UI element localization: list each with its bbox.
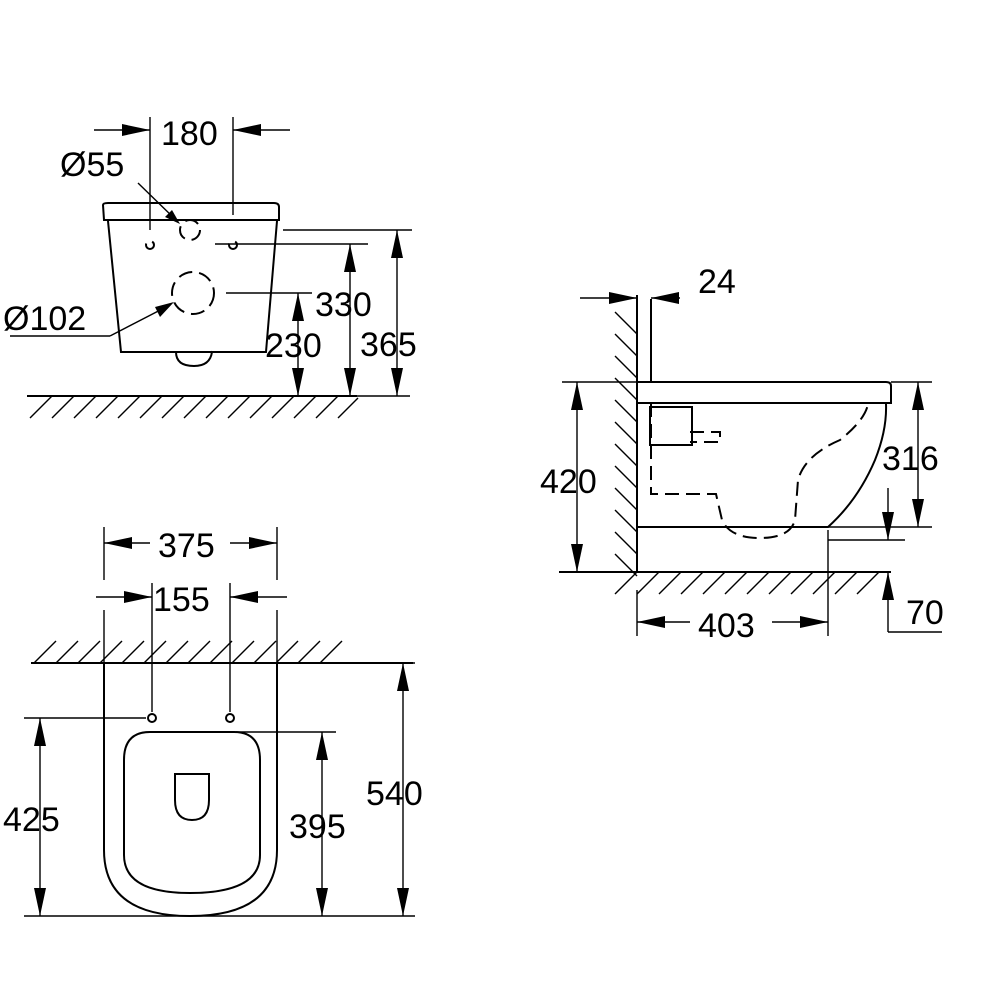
top-mounting-holes: [147, 713, 235, 723]
front-floor: [27, 395, 359, 419]
side-floor: [559, 571, 891, 595]
dim-70: 70: [906, 594, 944, 632]
side-wall: [614, 295, 638, 577]
dim-dia-55: Ø55: [60, 146, 124, 184]
dim-375: 375: [158, 527, 215, 565]
side-bowl-outline: [636, 381, 892, 404]
mounting-holes: [145, 240, 238, 250]
dim-24: 24: [698, 263, 736, 301]
outlet-102-circle: [171, 271, 215, 315]
dim-155: 155: [153, 581, 210, 619]
front-view: 180 Ø55 Ø102 230 330 365: [3, 115, 417, 419]
dim-425: 425: [3, 801, 60, 839]
dim-365: 365: [360, 326, 417, 364]
dim-180: 180: [161, 115, 218, 153]
top-outlet-outline: [174, 773, 210, 822]
dim-230: 230: [265, 327, 322, 365]
dim-540: 540: [366, 775, 423, 813]
top-seat-outline: [123, 731, 261, 895]
dim-330: 330: [315, 286, 372, 324]
dim-316: 316: [882, 440, 939, 478]
dim-403: 403: [698, 607, 755, 645]
top-wall: [31, 640, 413, 664]
front-bowl-outline: [101, 202, 280, 221]
dim-dia-102: Ø102: [3, 300, 86, 338]
inlet-55-circle: [179, 219, 201, 241]
top-view: 375 155 425 395 540: [3, 527, 423, 918]
dim-420: 420: [540, 463, 597, 501]
side-view: 24 420 316 70 403: [540, 263, 944, 645]
dim-395: 395: [289, 808, 346, 846]
